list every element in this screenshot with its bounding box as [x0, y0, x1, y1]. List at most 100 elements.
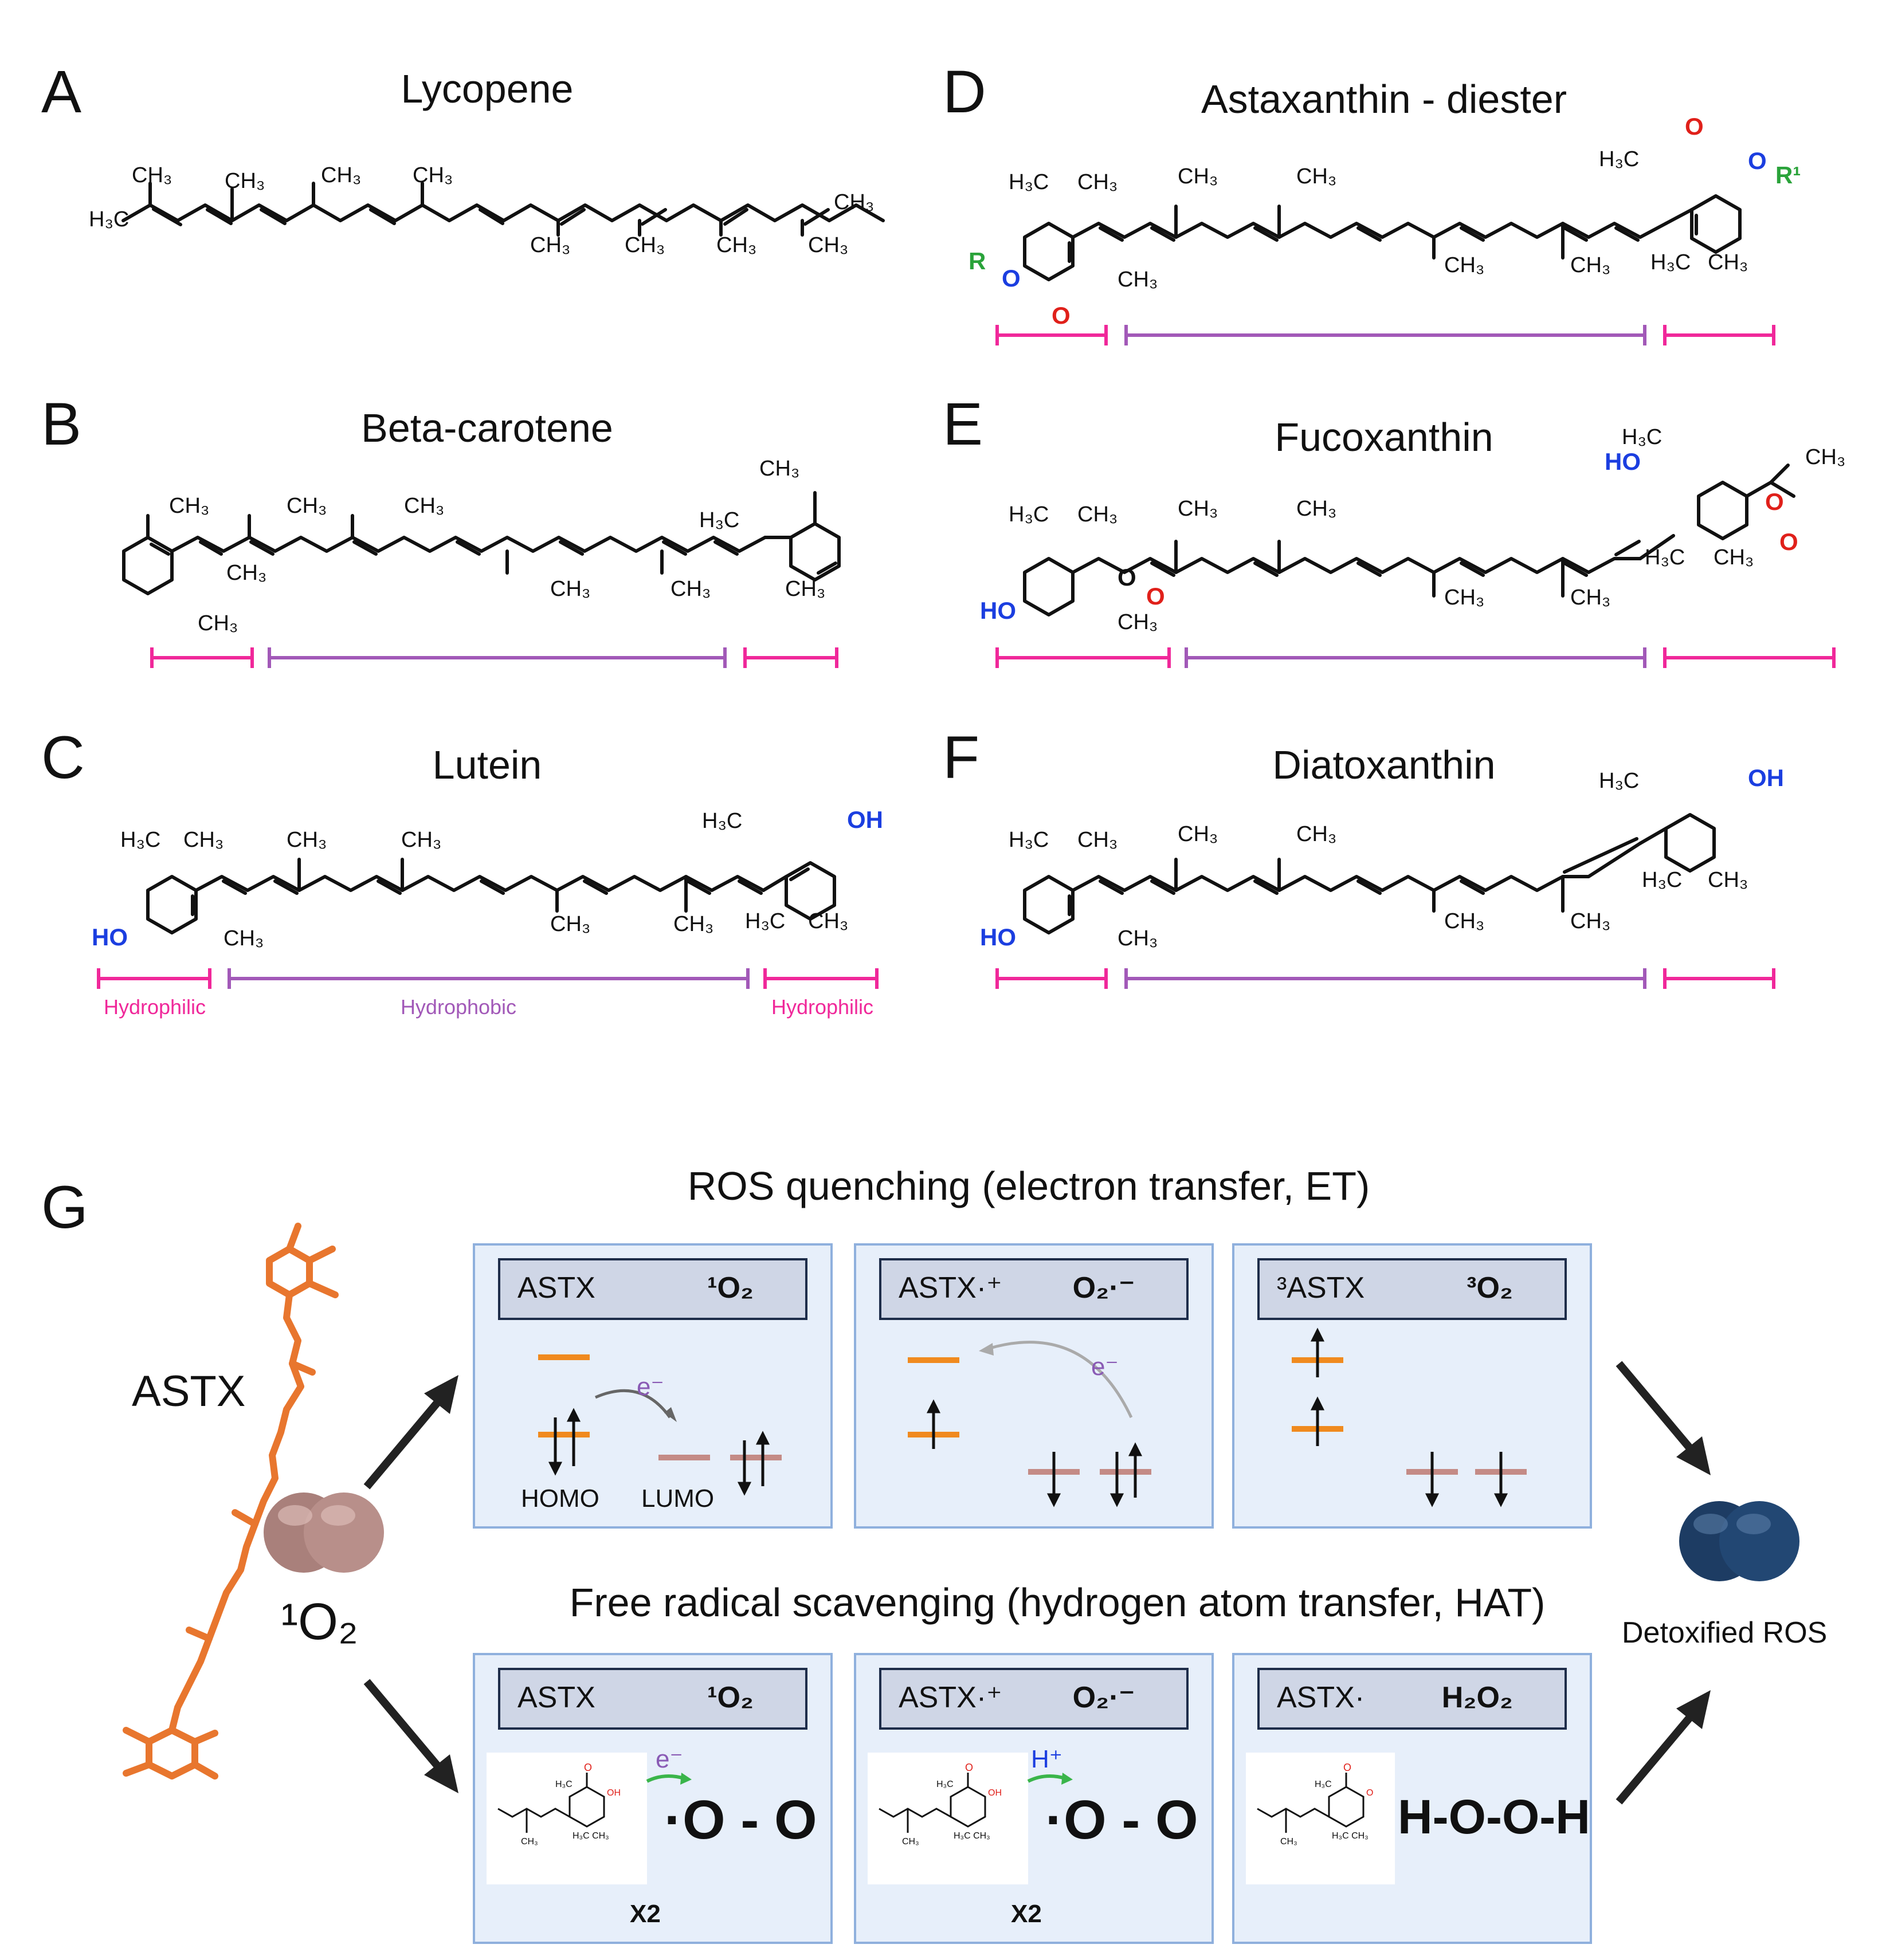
methyl-label: CH₃	[1570, 253, 1610, 277]
ho-e-right: HO	[1605, 448, 1641, 475]
ho-c-left: HO	[92, 924, 128, 950]
hat-box-1-transfer: e⁻	[656, 1745, 683, 1773]
et-box-3: ³ASTX ³O₂	[1232, 1243, 1592, 1529]
detoxified-ros-label: Detoxified ROS	[1622, 1616, 1828, 1649]
methyl-label: CH₃	[808, 909, 848, 933]
methyl-label: CH₃	[834, 190, 874, 214]
methyl-label: CH₃	[1708, 250, 1748, 274]
methyl-label: CH₃	[1178, 164, 1218, 188]
methyl-label: CH₃	[1570, 909, 1610, 933]
svg-text:H₃C: H₃C	[936, 1780, 954, 1789]
methyl-label: CH₃	[169, 494, 209, 518]
astx-molecule	[123, 1223, 339, 1780]
carbonyl-o-d-left: O	[1052, 302, 1071, 329]
svg-text:O: O	[584, 1762, 592, 1773]
methyl-label: CH₃	[132, 163, 172, 187]
et-box-3-right: ³O₂	[1467, 1271, 1513, 1305]
astx-end-group-thumbnail: O O H₃C H₃C CH₃ CH₃	[1246, 1753, 1395, 1884]
hat-section-title: Free radical scavenging (hydrogen atom t…	[569, 1580, 1546, 1625]
hat-box-2-formula: ·O - O	[1045, 1789, 1198, 1851]
r-group-d-right: R¹	[1775, 162, 1801, 188]
methyl-label: H₃C	[1009, 170, 1049, 194]
title-diatoxanthin: Diatoxanthin	[1272, 743, 1496, 787]
panel-letter-g: G	[41, 1174, 88, 1241]
carotenoid-structures: O O O O R R¹ O O O O HO HO HO OH HO OH C…	[89, 113, 1845, 989]
methyl-label: H₃C	[1622, 425, 1662, 449]
svg-text:OH: OH	[988, 1788, 1002, 1798]
ho-f-left: HO	[980, 924, 1016, 950]
hat-box-2-multiplier: X2	[1011, 1900, 1042, 1928]
arrow-up-left	[363, 1395, 445, 1490]
methyl-label: CH₃	[1708, 868, 1748, 892]
methyl-label: CH₃	[550, 577, 590, 601]
methyl-label: CH₃	[413, 163, 453, 187]
methyl-label: CH₃	[226, 561, 266, 585]
methyl-label: CH₃	[808, 233, 848, 257]
title-lycopene: Lycopene	[401, 66, 574, 111]
svg-text:OH: OH	[607, 1788, 621, 1798]
panel-letter-a: A	[41, 58, 82, 125]
astx-label: ASTX	[132, 1367, 246, 1416]
hat-box-3-right: H₂O₂	[1441, 1681, 1513, 1714]
et-box-2-electron: e⁻	[1091, 1353, 1119, 1381]
methyl-label: CH₃	[530, 233, 570, 257]
methyl-label: H₃C	[702, 809, 742, 833]
methyl-label: CH₃	[1118, 610, 1158, 634]
methyl-label: CH₃	[287, 494, 327, 518]
hydrophobic-label: Hydrophobic	[400, 995, 517, 1019]
hat-box-2-right: O₂·⁻	[1072, 1681, 1135, 1714]
methyl-label: H₃C	[1599, 147, 1639, 171]
r-group-d-left: R	[969, 248, 986, 274]
methyl-label: CH₃	[1296, 164, 1336, 188]
methyl-label: CH₃	[225, 169, 265, 193]
methyl-label: CH₃	[671, 577, 711, 601]
svg-text:O: O	[1343, 1762, 1351, 1773]
title-fucoxanthin: Fucoxanthin	[1275, 415, 1493, 459]
methyl-label: H₃C	[699, 508, 739, 532]
methyl-label: CH₃	[321, 163, 361, 187]
methyl-label: H₃C	[1642, 868, 1682, 892]
hydrophilic-label-right: Hydrophilic	[771, 995, 874, 1019]
methyl-label: CH₃	[785, 577, 825, 601]
title-astaxanthin-diester: Astaxanthin - diester	[1201, 77, 1567, 121]
methyl-label: CH₃	[198, 611, 238, 635]
methyl-label: CH₃	[1570, 586, 1610, 610]
methyl-label: CH₃	[550, 912, 590, 936]
acetyl-carbonyl-o-e: O	[1779, 528, 1798, 555]
methyl-label: CH₃	[1178, 822, 1218, 846]
methyl-label: CH₃	[1296, 497, 1336, 521]
arrow-down-right	[1616, 1361, 1697, 1455]
methyl-label: CH₃	[716, 233, 756, 257]
et-box-1-right: ¹O₂	[707, 1271, 754, 1305]
hat-box-1-left: ASTX	[517, 1681, 595, 1714]
singlet-o2-label: ¹O₂	[281, 1593, 358, 1651]
title-beta-carotene: Beta-carotene	[361, 406, 613, 450]
astx-end-group-thumbnail: O OH H₃C H₃C CH₃ CH₃	[868, 1753, 1028, 1884]
lumo-label: LUMO	[641, 1484, 715, 1513]
methyl-label: CH₃	[759, 457, 799, 481]
title-lutein: Lutein	[432, 743, 542, 787]
methyl-label: CH₃	[1714, 545, 1754, 569]
arrow-up-right	[1616, 1710, 1697, 1805]
hat-box-1-formula: ·O - O	[664, 1789, 817, 1851]
hat-box-2-left: ASTX·⁺	[899, 1681, 1002, 1714]
methyl-label: CH₃	[1444, 909, 1484, 933]
homo-label: HOMO	[521, 1484, 599, 1513]
svg-text:H₃C: H₃C	[555, 1780, 573, 1789]
hat-box-3: ASTX·H₂O₂ O O H₃C H₃C CH₃ CH₃ H-O-O-H	[1232, 1653, 1592, 1944]
methyl-label: CH₃	[673, 912, 713, 936]
methyl-label: CH₃	[1118, 926, 1158, 950]
methyl-label: H₃C	[1009, 828, 1049, 852]
acetyl-o-e: O	[1765, 488, 1784, 515]
carbonyl-o-e: O	[1146, 583, 1165, 610]
methyl-label: CH₃	[1444, 253, 1484, 277]
et-box-3-left: ³ASTX	[1277, 1271, 1365, 1305]
arrow-down-left	[363, 1679, 445, 1773]
methyl-label: CH₃	[1178, 497, 1218, 521]
carbonyl-o-d-right: O	[1685, 113, 1704, 140]
methyl-label: CH₃	[625, 233, 665, 257]
epoxide-o-e: O	[1118, 564, 1136, 591]
panel-letter-c: C	[41, 724, 85, 791]
